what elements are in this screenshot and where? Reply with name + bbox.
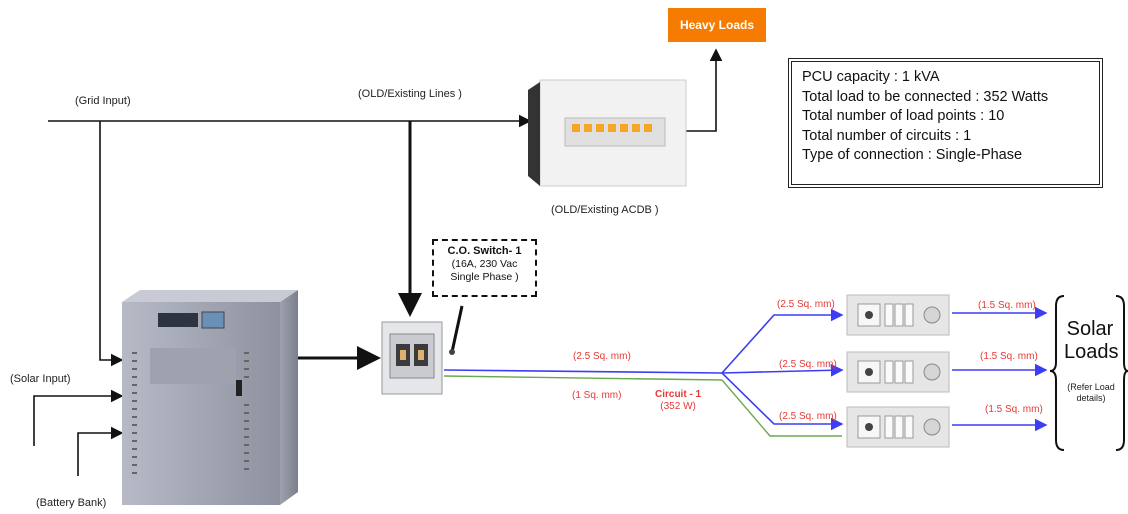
solar-loads-title-line2: Loads: [1064, 341, 1119, 363]
main-earth-size: (1 Sq. mm): [572, 390, 622, 401]
branch-bot-size: (2.5 Sq. mm): [779, 411, 837, 422]
main-live-size: (2.5 Sq. mm): [573, 351, 631, 362]
battery-bank-label: (Battery Bank): [36, 497, 107, 509]
heavy-loads-line: [685, 48, 723, 132]
co-switch-label-box: C.O. Switch- 1 (16A, 230 Vac Single Phas…: [432, 239, 537, 297]
out-top-size: (1.5 Sq. mm): [978, 300, 1036, 311]
solar-input-label: (Solar Input): [10, 373, 71, 385]
solar-loads-note-line2: details): [1076, 393, 1106, 403]
main-live-wire: [443, 369, 723, 374]
pcu-cabinet: [122, 290, 298, 505]
info-pcu-capacity: PCU capacity : 1 kVA: [802, 69, 940, 85]
circuit-power: (352 W): [660, 401, 696, 412]
info-circuits: Total number of circuits : 1: [802, 127, 972, 144]
grid-input-label: (Grid Input): [75, 95, 131, 107]
solar-loads-note: (Refer Load details): [1063, 382, 1119, 404]
switchboard-bot: [846, 406, 950, 448]
co-switch-title: C.O. Switch- 1: [447, 245, 522, 257]
circuit-name: Circuit - 1: [655, 389, 702, 400]
pcu-info-box: PCU capacity : 1 kVA Total load to be co…: [788, 58, 1103, 188]
solar-loads-title-line1: Solar: [1066, 318, 1114, 340]
solar-loads-note-line1: (Refer Load: [1067, 382, 1115, 392]
switchboard-top: [846, 294, 950, 336]
main-earth-wire: [443, 375, 723, 381]
info-total-load: Total load to be connected : 352 Watts: [802, 88, 1049, 105]
branch-top-size: (2.5 Sq. mm): [777, 299, 835, 310]
solar-input-line: [33, 389, 124, 446]
switchboard-mid: [846, 351, 950, 393]
branch-earth-wire: [721, 379, 842, 437]
circuit-label: Circuit - 1 (352 W): [655, 389, 701, 413]
battery-input-line: [77, 426, 124, 476]
acdb-box: [528, 79, 687, 187]
old-acdb-label: (OLD/Existing ACDB ): [551, 204, 659, 216]
old-lines-label: (OLD/Existing Lines ): [358, 88, 462, 100]
co-switch-phase: Single Phase ): [450, 271, 519, 283]
branch-mid-wire: [721, 363, 844, 377]
changeover-switch: [381, 305, 464, 395]
branch-top-wire: [721, 308, 844, 374]
out-bot-size: (1.5 Sq. mm): [985, 404, 1043, 415]
left-brace: [1049, 295, 1065, 451]
right-brace: [1115, 295, 1128, 451]
info-connection-type: Type of connection : Single-Phase: [802, 147, 1023, 163]
branch-bot-wire: [721, 372, 844, 431]
out-mid-size: (1.5 Sq. mm): [980, 351, 1038, 362]
grid-tap-line: [99, 121, 124, 367]
heavy-loads-box: Heavy Loads: [668, 8, 766, 42]
solar-loads-title: Solar Loads: [1064, 318, 1119, 364]
co-switch-rating: (16A, 230 Vac: [451, 258, 518, 270]
info-load-points: Total number of load points : 10: [802, 108, 1005, 124]
branch-mid-size: (2.5 Sq. mm): [779, 359, 837, 370]
